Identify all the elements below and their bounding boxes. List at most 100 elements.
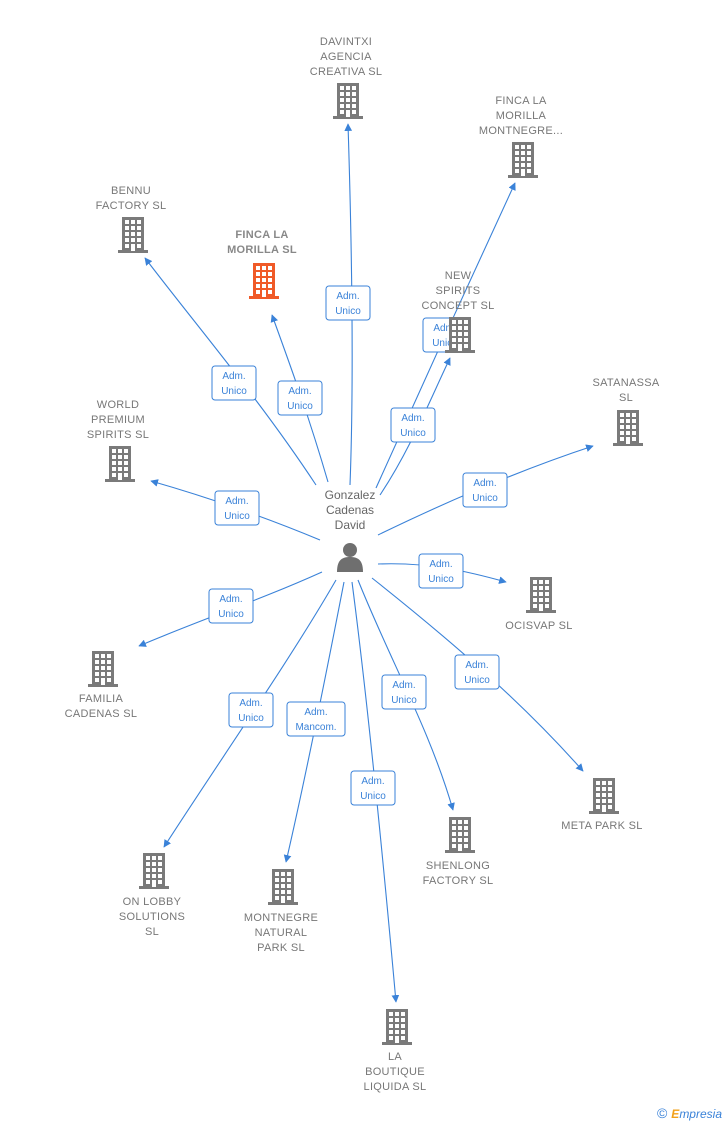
role-text: Adm.	[392, 680, 415, 691]
role-text: Adm.	[222, 371, 245, 382]
building-icon	[333, 83, 363, 119]
building-icon	[445, 817, 475, 853]
role-label-la-boutique[interactable]: Adm. Unico	[350, 770, 396, 806]
company-label: SL	[145, 926, 159, 938]
role-label-new-spirits[interactable]: Adm. Unico	[390, 407, 436, 443]
role-text: Adm.	[429, 559, 452, 570]
role-text: Unico	[287, 401, 313, 412]
role-label-satanassa[interactable]: Adm. Unico	[462, 472, 508, 508]
company-label: FINCA LA	[495, 95, 547, 107]
building-icon	[382, 1009, 412, 1045]
brand-name: mpresia	[679, 1107, 722, 1121]
company-label: CREATIVA SL	[310, 66, 383, 78]
company-node-finca-montnegre[interactable]: FINCA LAMORILLAMONTNEGRE...	[479, 95, 563, 178]
building-icon	[88, 651, 118, 687]
company-label: BENNU	[111, 185, 151, 197]
company-label: MORILLA SL	[227, 244, 297, 256]
company-label: OCISVAP SL	[505, 620, 572, 632]
role-text: Unico	[218, 609, 244, 620]
role-text: Unico	[221, 386, 247, 397]
company-label: MONTNEGRE	[244, 912, 318, 924]
role-text: Adm.	[401, 413, 424, 424]
company-label: FAMILIA	[79, 693, 124, 705]
building-icon	[268, 869, 298, 905]
role-text: Unico	[238, 713, 264, 724]
role-text: Unico	[428, 574, 454, 585]
role-text: Adm.	[239, 698, 262, 709]
company-node-world-premium[interactable]: WORLD PREMIUM SPIRITS SL	[87, 399, 149, 482]
role-text: Adm.	[361, 776, 384, 787]
role-text: Adm.	[225, 496, 248, 507]
company-label: BOUTIQUE	[365, 1066, 425, 1078]
role-text: Unico	[400, 428, 426, 439]
role-text: Unico	[360, 791, 386, 802]
role-text: Unico	[432, 338, 458, 349]
building-icon	[139, 853, 169, 889]
role-text: Adm.	[288, 386, 311, 397]
company-node-ocisvap[interactable]: OCISVAP SL	[505, 577, 572, 632]
building-icon	[613, 410, 643, 446]
company-label: LIQUIDA SL	[364, 1081, 427, 1093]
company-node-la-boutique[interactable]: LA BOUTIQUE LIQUIDA SL	[364, 1009, 427, 1093]
role-text: Unico	[472, 493, 498, 504]
role-label-ocisvap[interactable]: Adm. Unico	[418, 553, 464, 589]
role-text: Unico	[335, 306, 361, 317]
company-label: META PARK SL	[561, 820, 642, 832]
role-text: Adm.	[219, 594, 242, 605]
role-label-world-premium[interactable]: Adm. Unico	[214, 490, 260, 526]
building-icon	[589, 778, 619, 814]
company-label: FACTORY SL	[423, 875, 494, 887]
company-node-on-lobby[interactable]: ON LOBBY SOLUTIONS SL	[119, 853, 185, 938]
role-label-finca-morilla[interactable]: Adm. Unico	[277, 380, 323, 416]
company-label: SOLUTIONS	[119, 911, 185, 923]
company-label: SPIRITS SL	[87, 429, 149, 441]
role-text: Unico	[224, 511, 250, 522]
building-icon	[249, 263, 279, 299]
company-label: WORLD	[97, 399, 139, 411]
role-label-bennu[interactable]: Adm. Unico	[211, 365, 257, 401]
company-label: ON LOBBY	[123, 896, 182, 908]
role-text: Adm.	[433, 323, 456, 334]
company-label: SPIRITS	[436, 285, 481, 297]
company-label: SL	[619, 392, 633, 404]
building-icon	[105, 446, 135, 482]
company-label: FINCA LA	[235, 229, 288, 241]
role-text: Adm.	[304, 707, 327, 718]
footer-brand[interactable]: ©Empresia	[657, 1105, 722, 1121]
company-label: SHENLONG	[426, 860, 490, 872]
role-text: Unico	[464, 675, 490, 686]
role-label-meta-park[interactable]: Adm. Unico	[454, 654, 500, 690]
role-label-davintxi[interactable]: Adm.Unico	[325, 285, 371, 321]
company-node-satanassa[interactable]: SATANASSA SL	[592, 377, 660, 446]
company-node-shenlong[interactable]: SHENLONG FACTORY SL	[423, 817, 494, 887]
copyright-icon: ©	[656, 1105, 668, 1121]
brand-initial: E	[671, 1107, 680, 1121]
role-label-on-lobby[interactable]: Adm. Unico	[228, 692, 274, 728]
company-label: PREMIUM	[91, 414, 145, 426]
role-text: Adm.	[473, 478, 496, 489]
company-label: LA	[388, 1051, 402, 1063]
role-label-montnegre-natural[interactable]: Adm.Mancom.	[286, 701, 346, 737]
person-icon	[337, 543, 363, 572]
role-label-shenlong[interactable]: Adm.Unico	[381, 674, 427, 710]
company-label: SATANASSA	[592, 377, 659, 389]
building-icon	[445, 317, 475, 353]
person-name: Gonzalez	[325, 488, 376, 502]
company-label: DAVINTXI	[320, 36, 372, 48]
person-name: Cadenas	[326, 503, 374, 517]
person-name: David	[335, 518, 366, 532]
building-icon	[118, 217, 148, 253]
company-node-finca-morilla[interactable]: FINCA LA MORILLA SL	[227, 229, 297, 299]
role-label-familia-cadenas[interactable]: Adm. Unico	[208, 588, 254, 624]
company-node-meta-park[interactable]: META PARK SL	[561, 778, 642, 832]
building-icon	[508, 142, 538, 178]
role-text: Adm.	[465, 660, 488, 671]
